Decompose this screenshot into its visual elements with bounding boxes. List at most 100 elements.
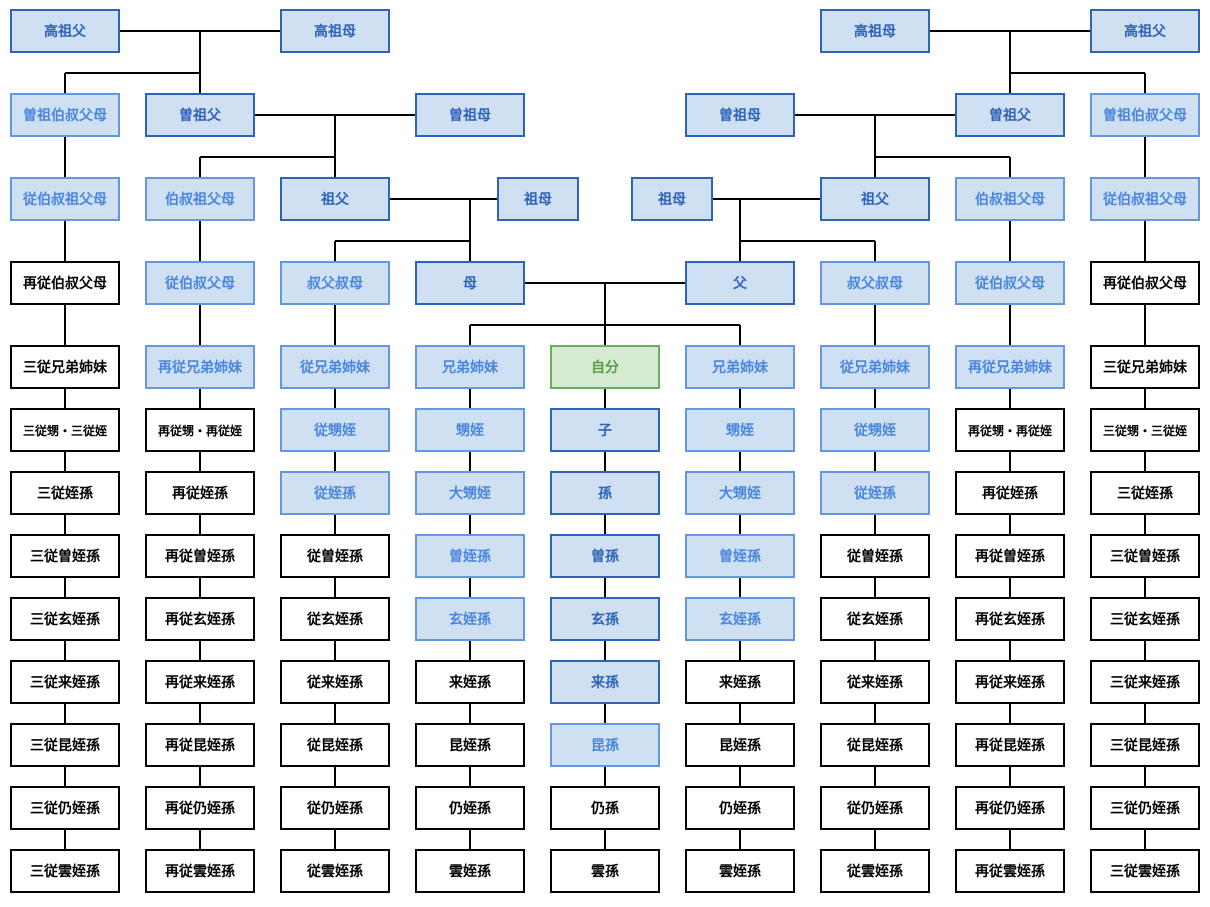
- relative-box-c8-r4: 三従兄弟姉妹: [1090, 345, 1200, 389]
- relative-box-l-ggp-sib: 曽祖伯叔父母: [10, 93, 120, 137]
- relative-box-r-g-f: 曽祖父: [955, 93, 1065, 137]
- relative-box-c2-r4: 従兄弟姉妹: [280, 345, 390, 389]
- relative-box-c6-r10: 従昆姪孫: [820, 723, 930, 767]
- relative-box-c4-r10: 昆孫: [550, 723, 660, 767]
- relative-box-c1-r5: 再従甥・再従姪: [145, 408, 255, 452]
- relative-box-l-g-f: 曽祖父: [145, 93, 255, 137]
- relative-box-l-r2-c0: 従伯叔祖父母: [10, 177, 120, 221]
- relative-box-c0-r6: 三従姪孫: [10, 471, 120, 515]
- relative-box-c2-r12: 従雲姪孫: [280, 849, 390, 893]
- relative-box-c5-r10: 昆姪孫: [685, 723, 795, 767]
- relative-box-l-r2-c1: 伯叔祖父母: [145, 177, 255, 221]
- relative-box-c1-r10: 再従昆姪孫: [145, 723, 255, 767]
- relative-box-mother: 母: [415, 261, 525, 305]
- relative-box-c4-r8: 玄孫: [550, 597, 660, 641]
- relative-box-r-r3-c7: 従伯叔父母: [955, 261, 1065, 305]
- relative-box-c2-r9: 従来姪孫: [280, 660, 390, 704]
- relative-box-c4-r11: 仍孫: [550, 786, 660, 830]
- relative-box-c7-r7: 再従曽姪孫: [955, 534, 1065, 578]
- relative-box-c2-r10: 従昆姪孫: [280, 723, 390, 767]
- relative-box-c4-r7: 曽孫: [550, 534, 660, 578]
- relative-box-c3-r6: 大甥姪: [415, 471, 525, 515]
- relative-box-l-gg-f: 高祖父: [10, 9, 120, 53]
- relative-box-l-gf: 祖父: [280, 177, 390, 221]
- relative-box-c5-r11: 仍姪孫: [685, 786, 795, 830]
- relative-box-l-gg-m: 高祖母: [280, 9, 390, 53]
- relative-box-c8-r6: 三従姪孫: [1090, 471, 1200, 515]
- relative-box-l-r3-c0: 再従伯叔父母: [10, 261, 120, 305]
- relative-box-c0-r5: 三従甥・三従姪: [10, 408, 120, 452]
- relative-box-c7-r8: 再従玄姪孫: [955, 597, 1065, 641]
- relative-box-c7-r4: 再従兄弟姉妹: [955, 345, 1065, 389]
- relative-box-c6-r8: 従玄姪孫: [820, 597, 930, 641]
- relative-box-c5-r6: 大甥姪: [685, 471, 795, 515]
- relative-box-c6-r9: 従来姪孫: [820, 660, 930, 704]
- relative-box-r-ggp-sib: 曽祖伯叔父母: [1090, 93, 1200, 137]
- relative-box-c2-r6: 従姪孫: [280, 471, 390, 515]
- relative-box-c2-r7: 従曽姪孫: [280, 534, 390, 578]
- relative-box-c1-r11: 再従仍姪孫: [145, 786, 255, 830]
- relative-box-c1-r6: 再従姪孫: [145, 471, 255, 515]
- relative-box-c8-r7: 三従曽姪孫: [1090, 534, 1200, 578]
- relative-box-c4-r12: 雲孫: [550, 849, 660, 893]
- relative-box-r-gg-m: 高祖母: [820, 9, 930, 53]
- relative-box-c7-r5: 再従甥・再従姪: [955, 408, 1065, 452]
- relative-box-c3-r4: 兄弟姉妹: [415, 345, 525, 389]
- relative-box-c0-r9: 三従来姪孫: [10, 660, 120, 704]
- relative-box-r-r2-c8: 従伯叔祖父母: [1090, 177, 1200, 221]
- relative-box-c1-r7: 再従曽姪孫: [145, 534, 255, 578]
- relative-box-l-r3-c1: 従伯叔父母: [145, 261, 255, 305]
- relative-box-r-r3-c8: 再従伯叔父母: [1090, 261, 1200, 305]
- relative-box-c7-r10: 再従昆姪孫: [955, 723, 1065, 767]
- relative-box-c6-r12: 従雲姪孫: [820, 849, 930, 893]
- relative-box-r-gf: 祖父: [820, 177, 930, 221]
- relative-box-c3-r10: 昆姪孫: [415, 723, 525, 767]
- relative-box-c2-r11: 従仍姪孫: [280, 786, 390, 830]
- relative-box-c1-r4: 再従兄弟姉妹: [145, 345, 255, 389]
- relative-box-c6-r7: 従曽姪孫: [820, 534, 930, 578]
- relative-box-c7-r9: 再従来姪孫: [955, 660, 1065, 704]
- relative-box-c7-r6: 再従姪孫: [955, 471, 1065, 515]
- relative-box-r-r2-c7: 伯叔祖父母: [955, 177, 1065, 221]
- relative-box-c5-r8: 玄姪孫: [685, 597, 795, 641]
- relative-box-c4-r9: 来孫: [550, 660, 660, 704]
- relative-box-c5-r12: 雲姪孫: [685, 849, 795, 893]
- relative-box-c8-r12: 三従雲姪孫: [1090, 849, 1200, 893]
- relative-box-c0-r8: 三従玄姪孫: [10, 597, 120, 641]
- relative-box-c0-r10: 三従昆姪孫: [10, 723, 120, 767]
- relative-box-c1-r8: 再従玄姪孫: [145, 597, 255, 641]
- relative-box-c5-r4: 兄弟姉妹: [685, 345, 795, 389]
- relative-box-c3-r7: 曽姪孫: [415, 534, 525, 578]
- relative-box-c0-r4: 三従兄弟姉妹: [10, 345, 120, 389]
- relative-box-c3-r9: 来姪孫: [415, 660, 525, 704]
- relative-box-self: 自分: [550, 345, 660, 389]
- relative-box-father: 父: [685, 261, 795, 305]
- relative-box-c6-r4: 従兄弟姉妹: [820, 345, 930, 389]
- relative-box-c3-r5: 甥姪: [415, 408, 525, 452]
- relative-box-c8-r11: 三従仍姪孫: [1090, 786, 1200, 830]
- relative-box-r-gm: 祖母: [631, 177, 713, 221]
- relative-box-l-gm: 祖母: [497, 177, 579, 221]
- relative-box-c2-r5: 従甥姪: [280, 408, 390, 452]
- relative-box-c8-r9: 三従来姪孫: [1090, 660, 1200, 704]
- relative-box-c1-r12: 再従雲姪孫: [145, 849, 255, 893]
- relative-box-c5-r9: 来姪孫: [685, 660, 795, 704]
- relative-box-c1-r9: 再従来姪孫: [145, 660, 255, 704]
- relative-box-c6-r6: 従姪孫: [820, 471, 930, 515]
- relative-box-c3-r11: 仍姪孫: [415, 786, 525, 830]
- relative-box-c2-r8: 従玄姪孫: [280, 597, 390, 641]
- relative-box-c7-r11: 再従仍姪孫: [955, 786, 1065, 830]
- relative-box-c0-r11: 三従仍姪孫: [10, 786, 120, 830]
- relative-box-c7-r12: 再従雲姪孫: [955, 849, 1065, 893]
- relative-box-c5-r7: 曽姪孫: [685, 534, 795, 578]
- relative-box-c4-r5: 子: [550, 408, 660, 452]
- relative-box-c5-r5: 甥姪: [685, 408, 795, 452]
- relative-box-c4-r6: 孫: [550, 471, 660, 515]
- relative-box-c0-r12: 三従雲姪孫: [10, 849, 120, 893]
- relative-box-c6-r11: 従仍姪孫: [820, 786, 930, 830]
- relative-box-c8-r5: 三従甥・三従姪: [1090, 408, 1200, 452]
- relative-box-r-r3-c6: 叔父叔母: [820, 261, 930, 305]
- relative-box-r-g-m: 曽祖母: [685, 93, 795, 137]
